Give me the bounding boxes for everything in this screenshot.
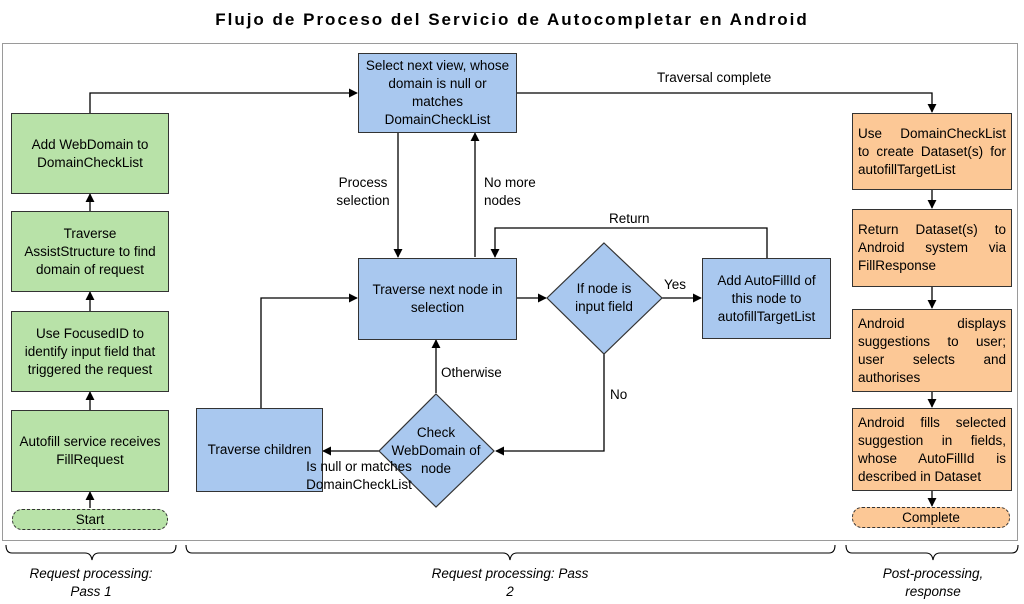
is-null-label: Is null or matches DomainCheckList: [306, 459, 412, 492]
bracket-post: [845, 544, 1019, 561]
diagram-frame: [2, 43, 1018, 541]
pass1-bracket-label: Request processing: Pass 1: [29, 566, 153, 599]
traverse-assist-node: Traverse AssistStructure to find domain …: [11, 211, 169, 292]
edge-return: [490, 227, 768, 258]
check-webdomain-label: Check WebDomain of node: [391, 425, 481, 476]
edge-no: [495, 354, 605, 456]
if-input-diamond: [546, 242, 663, 355]
no-label: No: [610, 387, 628, 402]
return-label: Return: [609, 211, 650, 226]
otherwise-label: Otherwise: [441, 365, 502, 380]
traverse-children-node: Traverse children: [196, 408, 323, 492]
pass2-bracket-label: Request processing: Pass 2: [431, 566, 589, 599]
diagram-title: Flujo de Proceso del Servicio de Autocom…: [215, 10, 809, 29]
check-webdomain-diamond: [378, 393, 495, 508]
start-terminal: Start: [12, 509, 168, 530]
add-webdomain-node: Add WebDomain to DomainCheckList: [11, 113, 169, 194]
edge-traversal-complete: [517, 92, 937, 113]
use-domaincheck-node: Use DomainCheckList to create Dataset(s)…: [852, 113, 1012, 190]
android-fills-node: Android fills selected suggestion in fie…: [852, 408, 1012, 491]
bracket-pass1: [5, 544, 177, 561]
focused-id-node: Use FocusedID to identify input field th…: [11, 311, 169, 392]
no-more-nodes-label: No more nodes: [484, 175, 536, 208]
process-selection-label: Process selection: [336, 175, 390, 208]
edge-add-select: [89, 88, 358, 113]
select-view-node: Select next view, whose domain is null o…: [358, 53, 517, 133]
traversal-complete-label: Traversal complete: [657, 70, 772, 85]
yes-label: Yes: [664, 277, 687, 292]
return-dataset-node: Return Dataset(s) to Android system via …: [852, 209, 1012, 287]
receive-fillrequest-node: Autofill service receives FillRequest: [11, 410, 169, 492]
if-input-label: If node is input field: [575, 281, 633, 314]
add-autofillid-node: Add AutoFillId of this node to autofillT…: [702, 258, 831, 339]
post-bracket-label: Post-processing, response: [882, 566, 984, 599]
android-displays-node: Android displays suggestions to user; us…: [852, 309, 1012, 392]
edge-children-node: [260, 293, 358, 408]
bracket-pass2: [185, 544, 836, 561]
traverse-node-node: Traverse next node in selection: [358, 258, 517, 340]
complete-terminal: Complete: [852, 507, 1010, 528]
